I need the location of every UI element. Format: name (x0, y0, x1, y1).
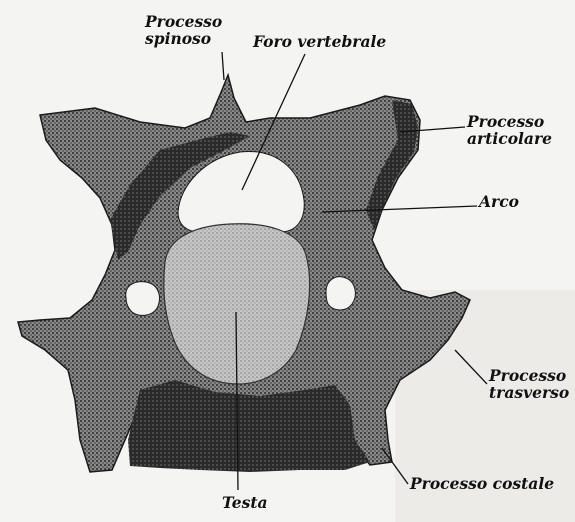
label-processo-trasverso: Processo trasverso (489, 367, 569, 401)
label-foro-vertebrale-text: Foro vertebrale (253, 33, 386, 50)
label-processo-trasverso-line2: trasverso (489, 384, 569, 401)
label-processo-spinoso: Processo spinoso (145, 13, 222, 47)
label-processo-costale-text: Processo costale (410, 475, 554, 492)
label-processo-trasverso-line1: Processo (489, 367, 569, 384)
label-arco: Arco (479, 193, 519, 210)
label-processo-spinoso-line1: Processo (145, 13, 222, 30)
label-arco-text: Arco (479, 193, 519, 210)
label-processo-articolare-line1: Processo (467, 113, 552, 130)
label-foro-vertebrale: Foro vertebrale (253, 33, 386, 50)
label-processo-spinoso-line2: spinoso (145, 30, 222, 47)
left-transverse-foramen (126, 282, 160, 316)
label-testa-text: Testa (222, 494, 268, 511)
label-processo-articolare-line2: articolare (467, 130, 552, 147)
label-processo-costale: Processo costale (410, 475, 554, 492)
label-testa: Testa (222, 494, 268, 511)
label-processo-articolare: Processo articolare (467, 113, 552, 147)
right-transverse-foramen (326, 277, 355, 310)
